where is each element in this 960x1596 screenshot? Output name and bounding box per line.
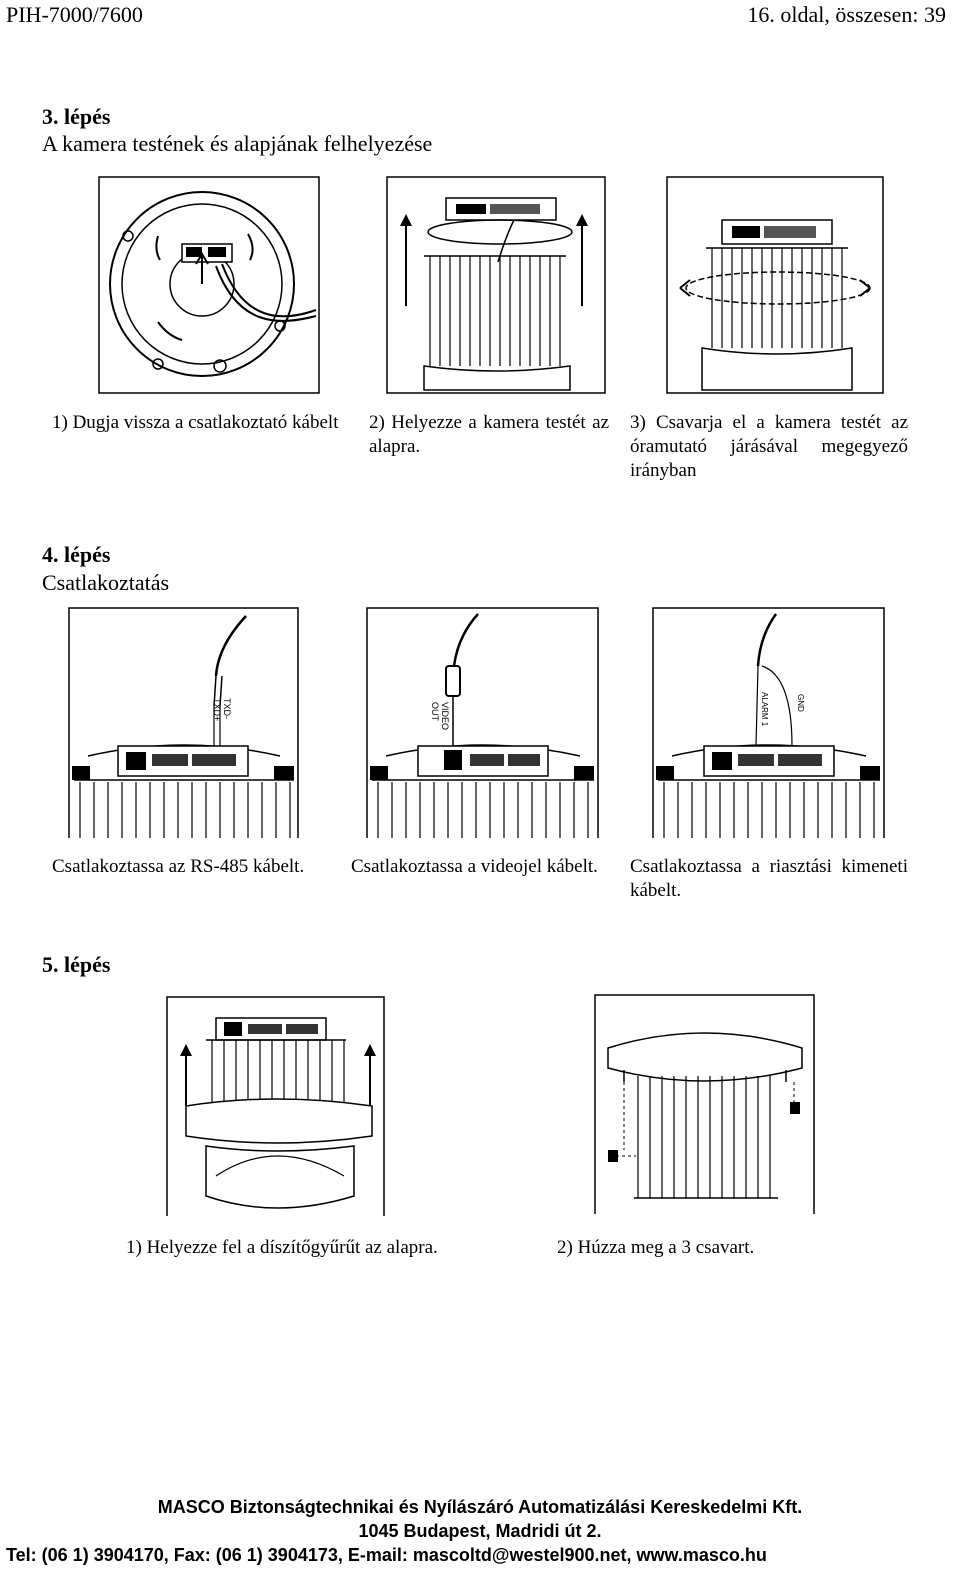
page-info: 16. oldal, összesen: 39 (747, 2, 946, 27)
step4-subtitle: Csatlakoztatás (42, 570, 170, 595)
figure-twist-body (666, 176, 884, 394)
footer-contact: Tel: (06 1) 3904170, Fax: (06 1) 3904173… (6, 1545, 767, 1565)
label-video: VIDEO (440, 702, 450, 730)
footer-company: MASCO Biztonságtechnikai és Nyílászáró A… (157, 1497, 803, 1517)
document-id: PIH-7000/7600 (6, 2, 143, 27)
step3-caption-2: 2) Helyezze a kamera testét az alapra. (369, 412, 609, 457)
figure-rs485: TXD- TXD+ (68, 606, 300, 840)
step5-caption-1: 1) Helyezze fel a díszítőgyűrűt az alapr… (126, 1237, 438, 1258)
label-gnd: GND (796, 694, 805, 712)
step3-caption-1: 1) Dugja vissza a csatlakoztató kábelt (52, 412, 339, 433)
figure-alarm: ALARM 1 GND (652, 606, 886, 840)
step4-caption-1: Csatlakoztassa az RS-485 kábelt. (52, 856, 305, 877)
label-txd-plus: TXD+ (212, 698, 222, 721)
step4-heading: 4. lépés (42, 542, 111, 567)
label-txd-minus: TXD- (222, 698, 232, 719)
step5-heading: 5. lépés (42, 952, 111, 977)
step3-subtitle: A kamera testének és alapjának felhelyez… (42, 131, 433, 156)
step3-caption-3: 3) Csavarja el a kamera testét az óramut… (630, 412, 908, 481)
figure-video: VIDEO OUT (366, 606, 600, 840)
step4-caption-3: Csatlakoztassa a riasztási kimeneti kábe… (630, 856, 908, 901)
step4-caption-2: Csatlakoztassa a videojel kábelt. (351, 856, 598, 877)
figure-base-ring (98, 176, 320, 394)
figure-body-onto-base (386, 176, 606, 394)
footer-address: 1045 Budapest, Madridi út 2. (358, 1521, 602, 1541)
label-out: OUT (430, 702, 440, 722)
figure-trim-ring (166, 996, 386, 1218)
step3-heading: 3. lépés (42, 104, 111, 129)
figure-tighten-screws (594, 994, 816, 1216)
label-alarm: ALARM 1 (760, 692, 769, 727)
step5-caption-2: 2) Húzza meg a 3 csavart. (557, 1237, 755, 1258)
